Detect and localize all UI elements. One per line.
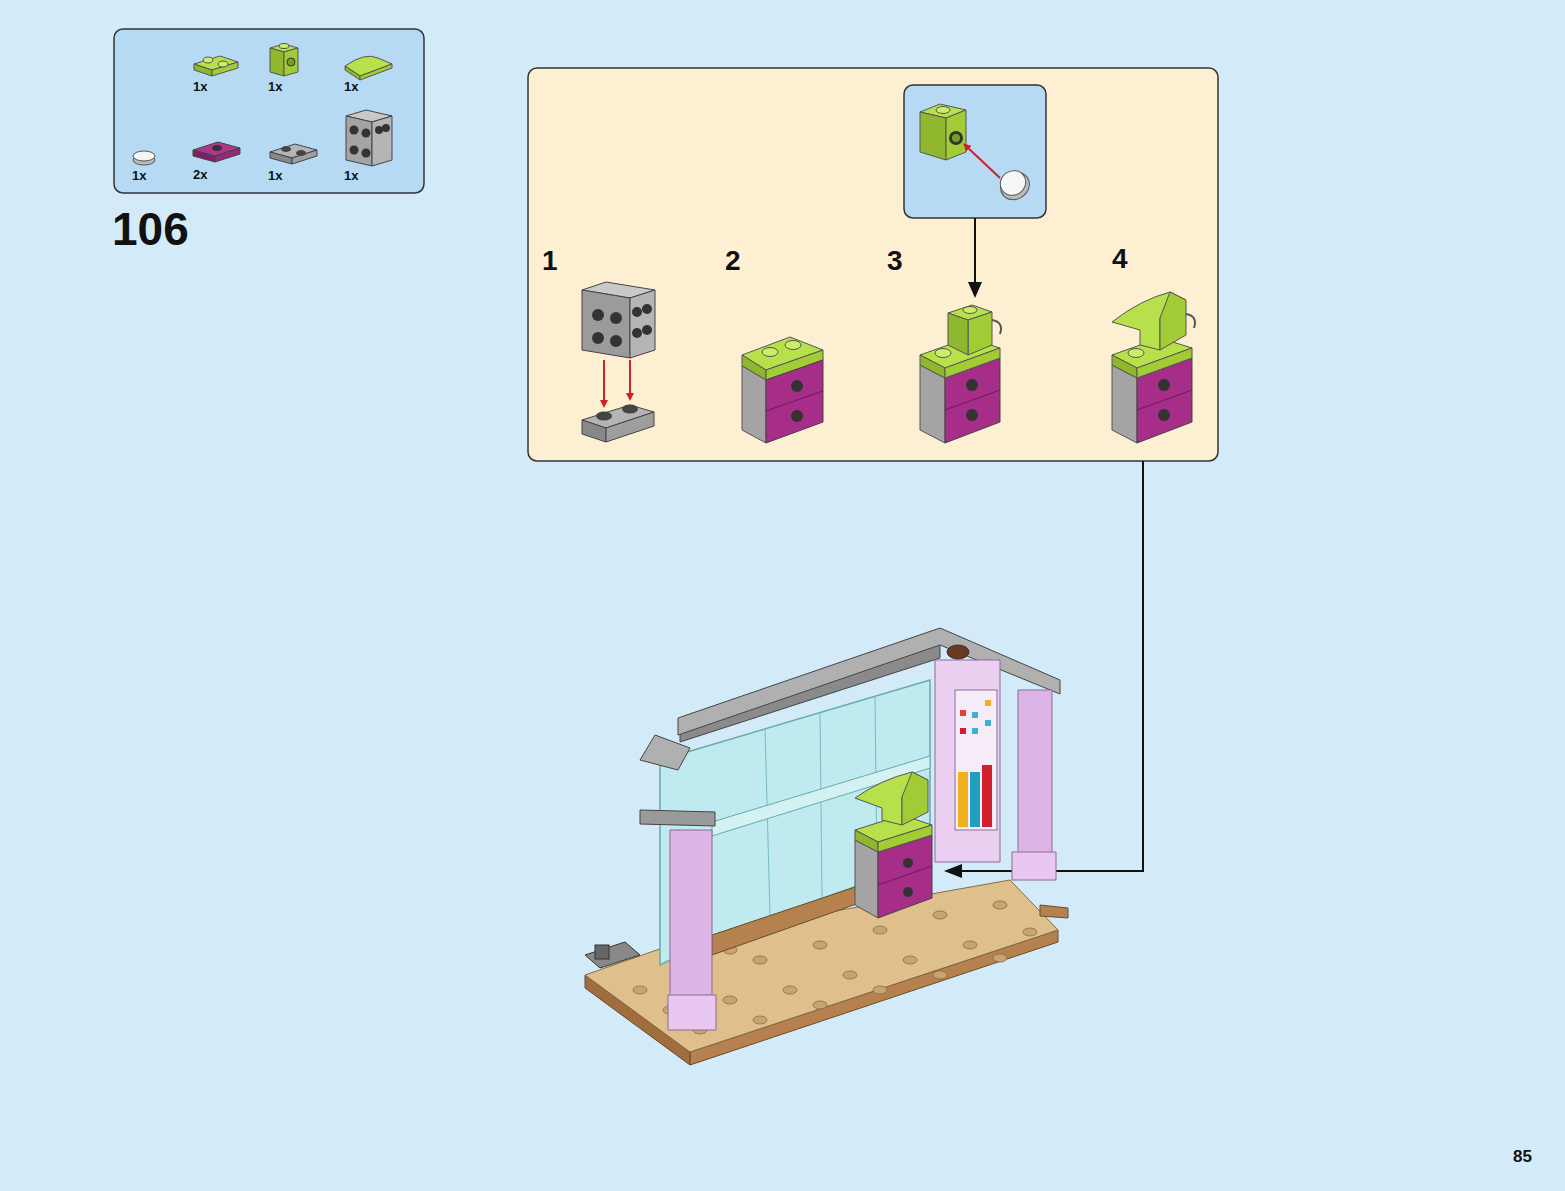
grey-plate	[270, 144, 317, 164]
quantity-label: 1x	[344, 169, 358, 182]
substep-1-parts	[582, 282, 655, 442]
quantity-label: 1x	[344, 80, 358, 93]
quantity-label: 1x	[132, 169, 146, 182]
callout-arrowhead	[968, 282, 982, 298]
quantity-label: 1x	[193, 80, 207, 93]
placement-arrowhead	[944, 864, 962, 878]
substep-number: 3	[887, 247, 903, 275]
quantity-label: 1x	[268, 169, 282, 182]
callout-parts	[920, 104, 1035, 205]
quantity-label: 1x	[268, 80, 282, 93]
lime-curved-slope	[345, 56, 392, 80]
callout-arrow	[974, 218, 976, 285]
main-model	[585, 628, 1068, 1065]
substep-4-model	[1112, 292, 1195, 443]
step-number: 106	[112, 206, 189, 252]
lime-brick-side-stud	[270, 44, 298, 77]
substep-number: 1	[542, 247, 558, 275]
parts-panel	[114, 29, 424, 193]
grey-brick-side-studs	[346, 110, 392, 166]
substep-number: 2	[725, 247, 741, 275]
quantity-label: 2x	[193, 168, 207, 181]
page-number: 85	[1513, 1148, 1532, 1165]
substep-3-model	[920, 305, 1001, 443]
substep-number: 4	[1112, 245, 1128, 273]
lime-plate	[194, 56, 238, 76]
purple-jumper-plate	[193, 142, 240, 162]
white-round-tile	[133, 151, 155, 165]
callout-panel	[904, 85, 1046, 218]
substep-2-model	[742, 337, 823, 443]
subassembly-panel	[528, 68, 1218, 461]
